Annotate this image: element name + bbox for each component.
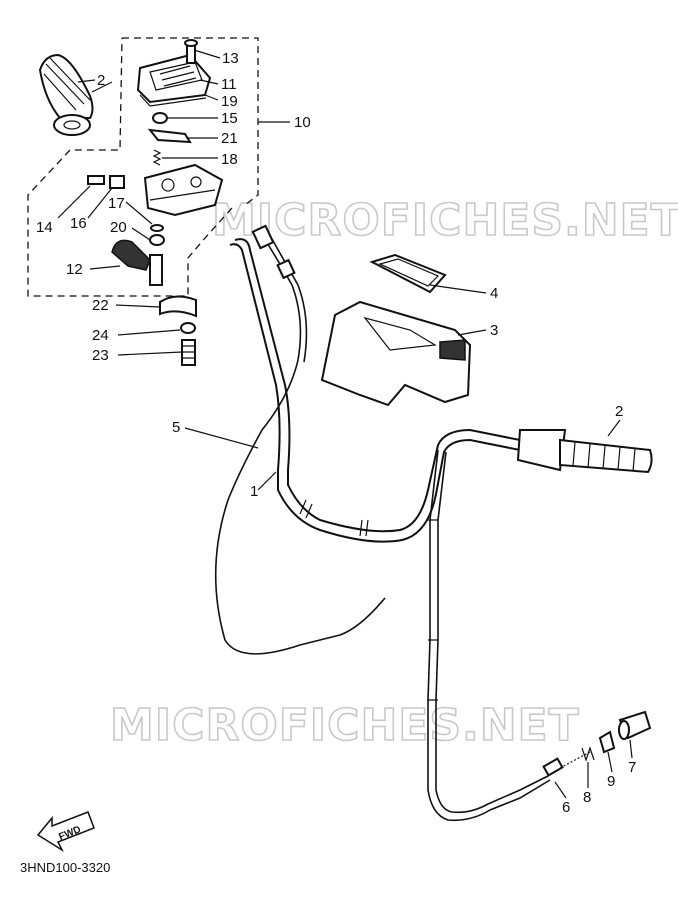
washer-17 — [150, 224, 164, 232]
callout-20: 20 — [110, 219, 127, 236]
grip-right — [516, 429, 653, 474]
handlebar — [229, 238, 531, 543]
washer-24 — [180, 322, 196, 334]
callout-5: 5 — [172, 419, 180, 436]
callout-2-right: 2 — [615, 403, 623, 420]
housing-3 — [320, 300, 472, 407]
cover-4 — [369, 253, 447, 294]
thumb-lever-12 — [111, 239, 163, 286]
watermark-bottom: MICROFICHES.NET — [110, 700, 580, 751]
callout-22: 22 — [92, 297, 109, 314]
leader-lines — [57, 49, 633, 799]
callout-14: 14 — [36, 219, 53, 236]
nut-15 — [152, 112, 168, 124]
diagram-code: 3HND100-3320 — [20, 860, 110, 875]
adjuster-7 — [618, 710, 652, 740]
spring-8 — [581, 746, 595, 762]
spring-18 — [152, 149, 162, 166]
bolt-23 — [181, 339, 196, 366]
callout-10: 10 — [294, 114, 311, 131]
callout-17: 17 — [108, 195, 125, 212]
callout-7: 7 — [628, 759, 636, 776]
bolt-16 — [109, 175, 125, 189]
screw-13 — [184, 39, 198, 64]
fwd-arrow-icon: FWD — [36, 811, 95, 853]
callout-6: 6 — [562, 799, 570, 816]
callout-13: 13 — [222, 50, 239, 67]
clamp-22 — [159, 295, 197, 318]
lever-21 — [147, 128, 192, 144]
callout-8: 8 — [583, 789, 591, 806]
grip-left — [38, 53, 113, 136]
callout-4: 4 — [490, 285, 498, 302]
callout-24: 24 — [92, 327, 109, 344]
assembly-dashed-outline — [27, 37, 259, 297]
watermark-top: MICROFICHES.NET — [212, 195, 678, 246]
callout-16: 16 — [70, 215, 87, 232]
callout-18: 18 — [221, 151, 238, 168]
callout-3: 3 — [490, 322, 498, 339]
callout-12: 12 — [66, 261, 83, 278]
cable-fitting — [251, 224, 296, 280]
callout-19: 19 — [221, 93, 238, 110]
callout-9: 9 — [607, 773, 615, 790]
callout-11: 11 — [221, 76, 237, 93]
callout-15: 15 — [221, 110, 238, 127]
cable-6 — [427, 449, 551, 822]
throttle-cover — [136, 53, 212, 107]
washer-20 — [149, 234, 165, 246]
throttle-cable-5 — [214, 234, 386, 655]
callout-23: 23 — [92, 347, 109, 364]
cable-end-6 — [542, 751, 591, 777]
callout-1: 1 — [250, 483, 258, 500]
callout-2-left: 2 — [97, 72, 105, 89]
throttle-housing — [143, 163, 224, 217]
clip-9 — [598, 730, 616, 754]
callout-21: 21 — [221, 130, 238, 147]
screw-14 — [87, 175, 105, 185]
